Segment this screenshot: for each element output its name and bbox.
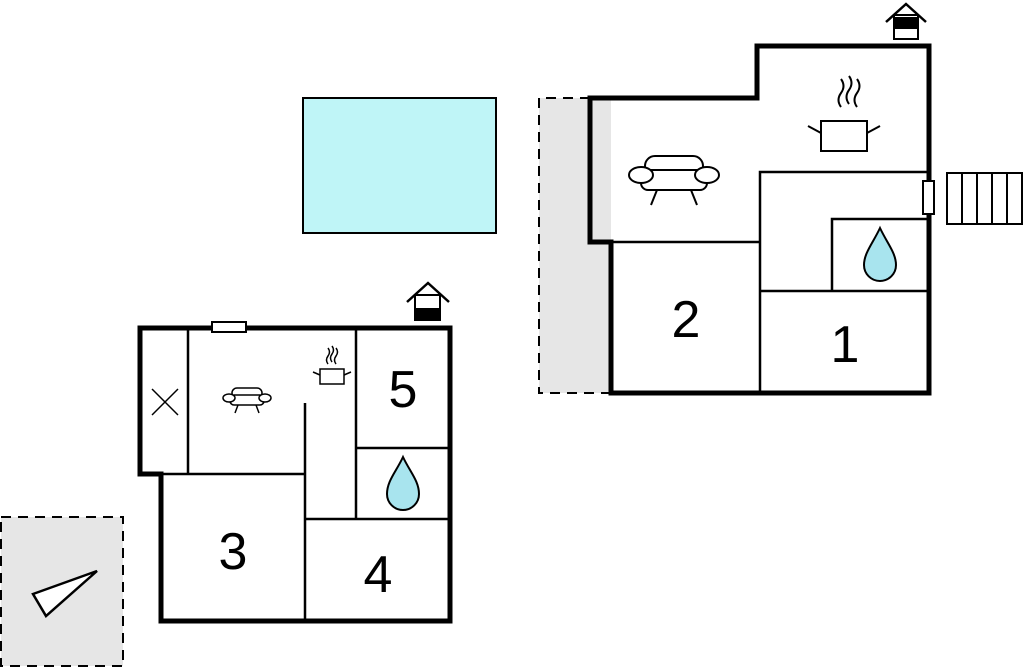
sofa-icon xyxy=(222,387,272,414)
stairs-icon xyxy=(946,172,1023,225)
storage-cross-icon xyxy=(151,388,179,416)
window-icon xyxy=(211,321,247,333)
room-number: 4 xyxy=(364,546,393,604)
room-number: 5 xyxy=(389,361,418,419)
room-number: 1 xyxy=(831,316,860,374)
bathroom-drop-icon xyxy=(862,225,898,282)
bathroom-drop-icon xyxy=(385,454,421,511)
entrance-icon xyxy=(885,2,927,40)
door-icon xyxy=(922,180,935,215)
terrace-right-border xyxy=(538,97,611,394)
room-number: 3 xyxy=(219,523,248,581)
kitchen-icon xyxy=(807,75,881,152)
pool xyxy=(302,97,497,234)
terrace-right xyxy=(539,98,611,393)
kitchen-icon xyxy=(312,345,352,385)
room-number: 2 xyxy=(672,291,701,349)
entrance-icon xyxy=(406,281,450,321)
compass-icon xyxy=(31,569,98,618)
sofa-icon xyxy=(628,155,720,206)
left-house: 5 3 4 xyxy=(137,281,453,624)
right-house: 2 1 xyxy=(587,2,1023,396)
